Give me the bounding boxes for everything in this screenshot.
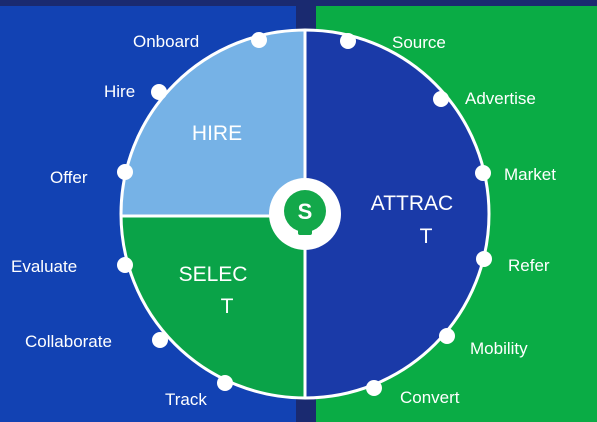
dot-source <box>340 33 356 49</box>
dot-convert <box>366 380 382 396</box>
step-mobility: Mobility <box>470 339 528 358</box>
dot-onboard <box>251 32 267 48</box>
select-quadrant-label-line1: SELEC <box>179 263 248 286</box>
attract-quadrant-label-line2: T <box>420 225 433 248</box>
step-track: Track <box>165 390 207 409</box>
dot-collaborate <box>152 332 168 348</box>
attract-quadrant-label-line1: ATTRAC <box>371 192 453 215</box>
step-advertise: Advertise <box>465 89 536 108</box>
step-markers <box>117 32 492 396</box>
step-offer: Offer <box>50 168 88 187</box>
step-onboard: Onboard <box>133 32 199 51</box>
dot-track <box>217 375 233 391</box>
dot-evaluate <box>117 257 133 273</box>
step-evaluate: Evaluate <box>11 257 77 276</box>
step-hire: Hire <box>104 82 135 101</box>
dot-advertise <box>433 91 449 107</box>
step-source: Source <box>392 33 446 52</box>
dot-hire <box>151 84 167 100</box>
select-quadrant-label-line2: T <box>221 295 234 318</box>
dot-market <box>475 165 491 181</box>
step-collaborate: Collaborate <box>25 332 112 351</box>
dot-mobility <box>439 328 455 344</box>
dot-refer <box>476 251 492 267</box>
cycle-rim <box>119 28 491 400</box>
lightbulb-icon: S <box>284 190 326 235</box>
dot-offer <box>117 164 133 180</box>
logo-letter: S <box>298 199 313 224</box>
hire-quadrant-label: HIRE <box>192 122 242 145</box>
step-refer: Refer <box>508 256 550 275</box>
step-convert: Convert <box>400 388 460 407</box>
step-market: Market <box>504 165 556 184</box>
